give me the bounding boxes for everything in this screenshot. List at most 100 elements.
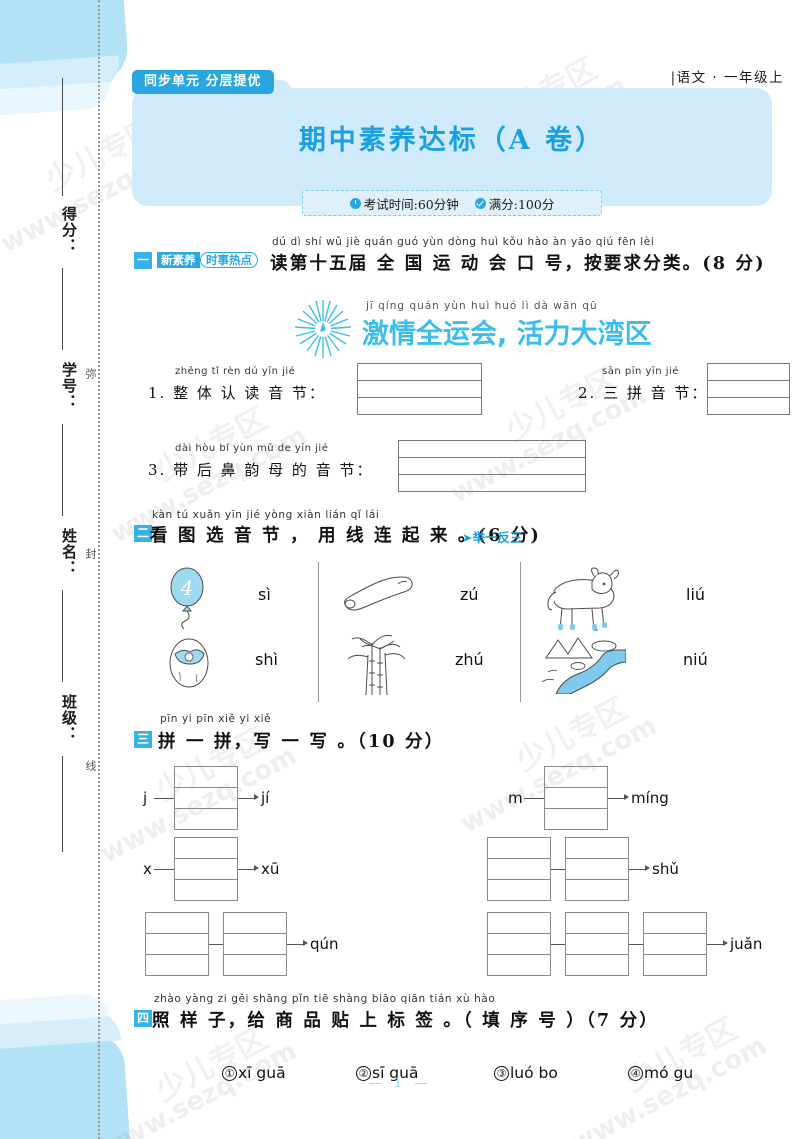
connector-line	[209, 944, 223, 945]
exam-time-item: 考试时间:60分钟	[349, 194, 459, 213]
slogan-text: 激情全运会, 活力大湾区	[362, 319, 652, 350]
question-number-3: 三	[134, 731, 152, 748]
question-2-tip: ➤举一反三	[462, 530, 523, 545]
page-title: 期中素养达标（A 卷）	[298, 125, 606, 156]
question-1-text: 读第十五届 全 国 运 动 会 口 号，按要求分类。(8 分)	[270, 254, 766, 274]
full-score-item: 满分:100分	[474, 194, 555, 213]
answer-grid-1[interactable]	[357, 363, 482, 415]
grade-subject-label: |语文 · 一年级上	[670, 70, 784, 86]
connector-line	[608, 798, 626, 799]
picture-balloon-four: 4	[165, 567, 215, 634]
sports-emblem-icon	[292, 298, 354, 360]
syllable-shi[interactable]: shì	[255, 650, 278, 669]
title-card	[132, 88, 772, 206]
picture-egg-cracked	[165, 630, 217, 697]
match-separator	[520, 562, 521, 702]
picture-bamboo	[342, 625, 414, 702]
sidebar-rule	[62, 424, 63, 516]
option-marker-4: ④	[628, 1066, 643, 1081]
result-juan: juǎn	[730, 935, 763, 953]
sidebar-field-class: 班级：	[60, 694, 78, 742]
write-box-juan-3[interactable]	[643, 912, 707, 976]
answer-grid-2[interactable]	[707, 363, 790, 415]
syllable-zhu[interactable]: zhú	[455, 650, 484, 669]
subitem-3-pinyin: dài hòu bí yùn mǔ de yīn jié	[175, 443, 329, 454]
match-separator	[318, 562, 319, 702]
initial-x: x	[143, 860, 152, 878]
write-box-qun-2[interactable]	[223, 912, 287, 976]
question-4-text: 照 样 子，给 商 品 贴 上 标 签 。（ 填 序 号 ）（7 分）	[152, 1011, 659, 1031]
write-box-m[interactable]	[544, 766, 608, 830]
corner-decoration-top-left-mid	[0, 55, 121, 103]
seal-word-xian: 线	[84, 760, 97, 771]
subitem-1-pinyin: zhěng tǐ rèn dú yīn jié	[175, 366, 296, 377]
sidebar-field-name: 姓名：	[60, 528, 78, 576]
result-qun: qún	[310, 935, 339, 953]
arrow-icon	[303, 940, 308, 946]
write-box-juan-1[interactable]	[487, 912, 551, 976]
slogan-pinyin: jī qíng quán yùn huì huó lì dà wān qū	[366, 300, 598, 312]
exam-info-box: 考试时间:60分钟 满分:100分	[302, 190, 602, 216]
initial-m: m	[508, 789, 523, 807]
write-box-x[interactable]	[174, 837, 238, 901]
sidebar-rule	[62, 756, 63, 852]
connector-line	[524, 798, 544, 799]
write-box-j[interactable]	[174, 766, 238, 830]
arrow-icon	[254, 865, 259, 871]
write-box-shu-1[interactable]	[487, 837, 551, 901]
picture-cow	[540, 566, 620, 637]
corner-decoration-bottom-left-mid	[0, 1008, 121, 1054]
question-number-1: 一	[134, 252, 152, 269]
result-shu: shǔ	[652, 860, 679, 878]
arrow-icon	[645, 865, 650, 871]
connector-line	[154, 798, 174, 799]
subitem-3-text: 带 后 鼻 韵 母 的 音 节：	[173, 461, 374, 479]
badge-current-events: 时事热点	[200, 252, 258, 268]
seal-dotted-line	[98, 0, 100, 1139]
write-box-shu-2[interactable]	[565, 837, 629, 901]
syllable-zu[interactable]: zú	[460, 585, 479, 604]
question-3-pinyin: pīn yi pīn xiě yi xiě	[160, 713, 272, 725]
corner-decoration-top-left-light	[0, 81, 112, 121]
subitem-1-index: 1.	[148, 384, 167, 402]
connector-line	[238, 869, 256, 870]
arrow-icon	[723, 940, 728, 946]
question-1-pinyin: dú dì shí wǔ jiè quán guó yùn dòng huì k…	[272, 236, 655, 248]
seal-word-feng: 封	[84, 548, 97, 559]
option-text-1: xī guā	[238, 1064, 286, 1082]
connector-line	[629, 869, 647, 870]
sidebar-rule	[62, 268, 63, 350]
corner-decoration-top-left	[0, 0, 130, 94]
subitem-2-label: 2. 三 拼 音 节：	[578, 382, 708, 403]
syllable-niu[interactable]: niú	[683, 650, 708, 669]
option-marker-2: ②	[356, 1066, 371, 1081]
subitem-1-label: 1. 整 体 认 读 音 节：	[148, 382, 326, 403]
initial-j: j	[143, 789, 148, 807]
subitem-3-index: 3.	[148, 461, 167, 479]
write-box-qun-1[interactable]	[145, 912, 209, 976]
full-score-label: 满分:100分	[488, 196, 555, 212]
answer-grid-3[interactable]	[398, 440, 586, 492]
question-2-text: 看 图 选 音 节 ， 用 线 连 起 来 。(6 分)	[150, 526, 541, 546]
question-number-2: 二	[134, 525, 152, 542]
exam-time-label: 考试时间:60分钟	[363, 196, 459, 212]
check-icon	[474, 197, 486, 209]
write-box-juan-2[interactable]	[565, 912, 629, 976]
sidebar-rule	[62, 78, 63, 196]
syllable-si[interactable]: sì	[258, 585, 271, 604]
question-3-text: 拼 一 拼，写 一 写 。（10 分）	[158, 732, 445, 752]
option-text-2: sī guā	[372, 1064, 419, 1082]
syllable-liu[interactable]: liú	[686, 585, 706, 604]
corner-decoration-bottom-left-light	[0, 992, 109, 1030]
question-2-pinyin: kàn tú xuǎn yīn jié yòng xiàn lián qǐ lá…	[152, 509, 380, 521]
sidebar-field-score: 得分：	[60, 206, 78, 254]
arrow-icon	[254, 794, 259, 800]
page-number: — 1 —	[368, 1076, 432, 1091]
seal-word-mi: 弥	[84, 368, 97, 379]
option-text-3: luó bo	[510, 1064, 558, 1082]
